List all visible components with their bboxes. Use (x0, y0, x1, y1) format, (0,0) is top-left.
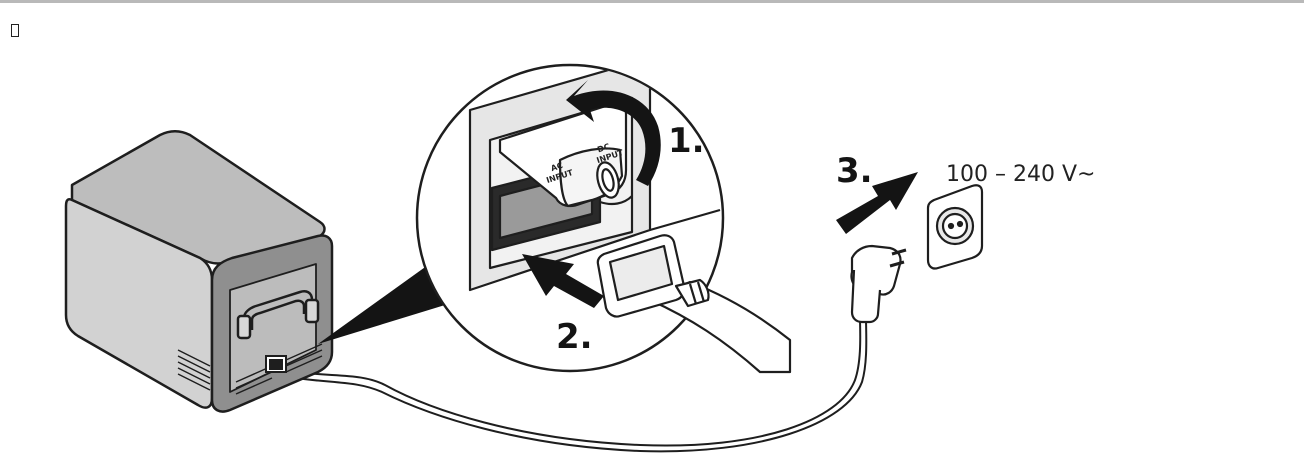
power-cable (281, 317, 868, 453)
vent-grille (177, 343, 323, 395)
insert-arrow-icon (522, 254, 604, 308)
device-ac-port (265, 355, 287, 373)
dc-label-line1: DC (596, 142, 611, 154)
missing-glyph-icon (11, 24, 19, 37)
schuko-plug-icon (850, 244, 907, 324)
step-2-label: 2. (556, 317, 593, 357)
top-divider (0, 0, 1304, 3)
ac-label-line1: AC (550, 161, 564, 173)
plug-in-arrow-icon (836, 172, 918, 234)
zoom-callout-wedge (318, 265, 445, 344)
zoom-detail-circle: AC INPUT DC INPUT (415, 63, 792, 374)
iec-connector-icon (596, 234, 792, 374)
step-1-label: 1. (668, 121, 705, 161)
wall-socket-icon (926, 184, 984, 270)
handle-icon (236, 290, 320, 340)
curved-arrow-icon (566, 80, 661, 186)
power-station-device (64, 130, 334, 413)
step-3-label: 3. (836, 151, 873, 191)
voltage-label: 100 – 240 V~ (946, 162, 1095, 187)
